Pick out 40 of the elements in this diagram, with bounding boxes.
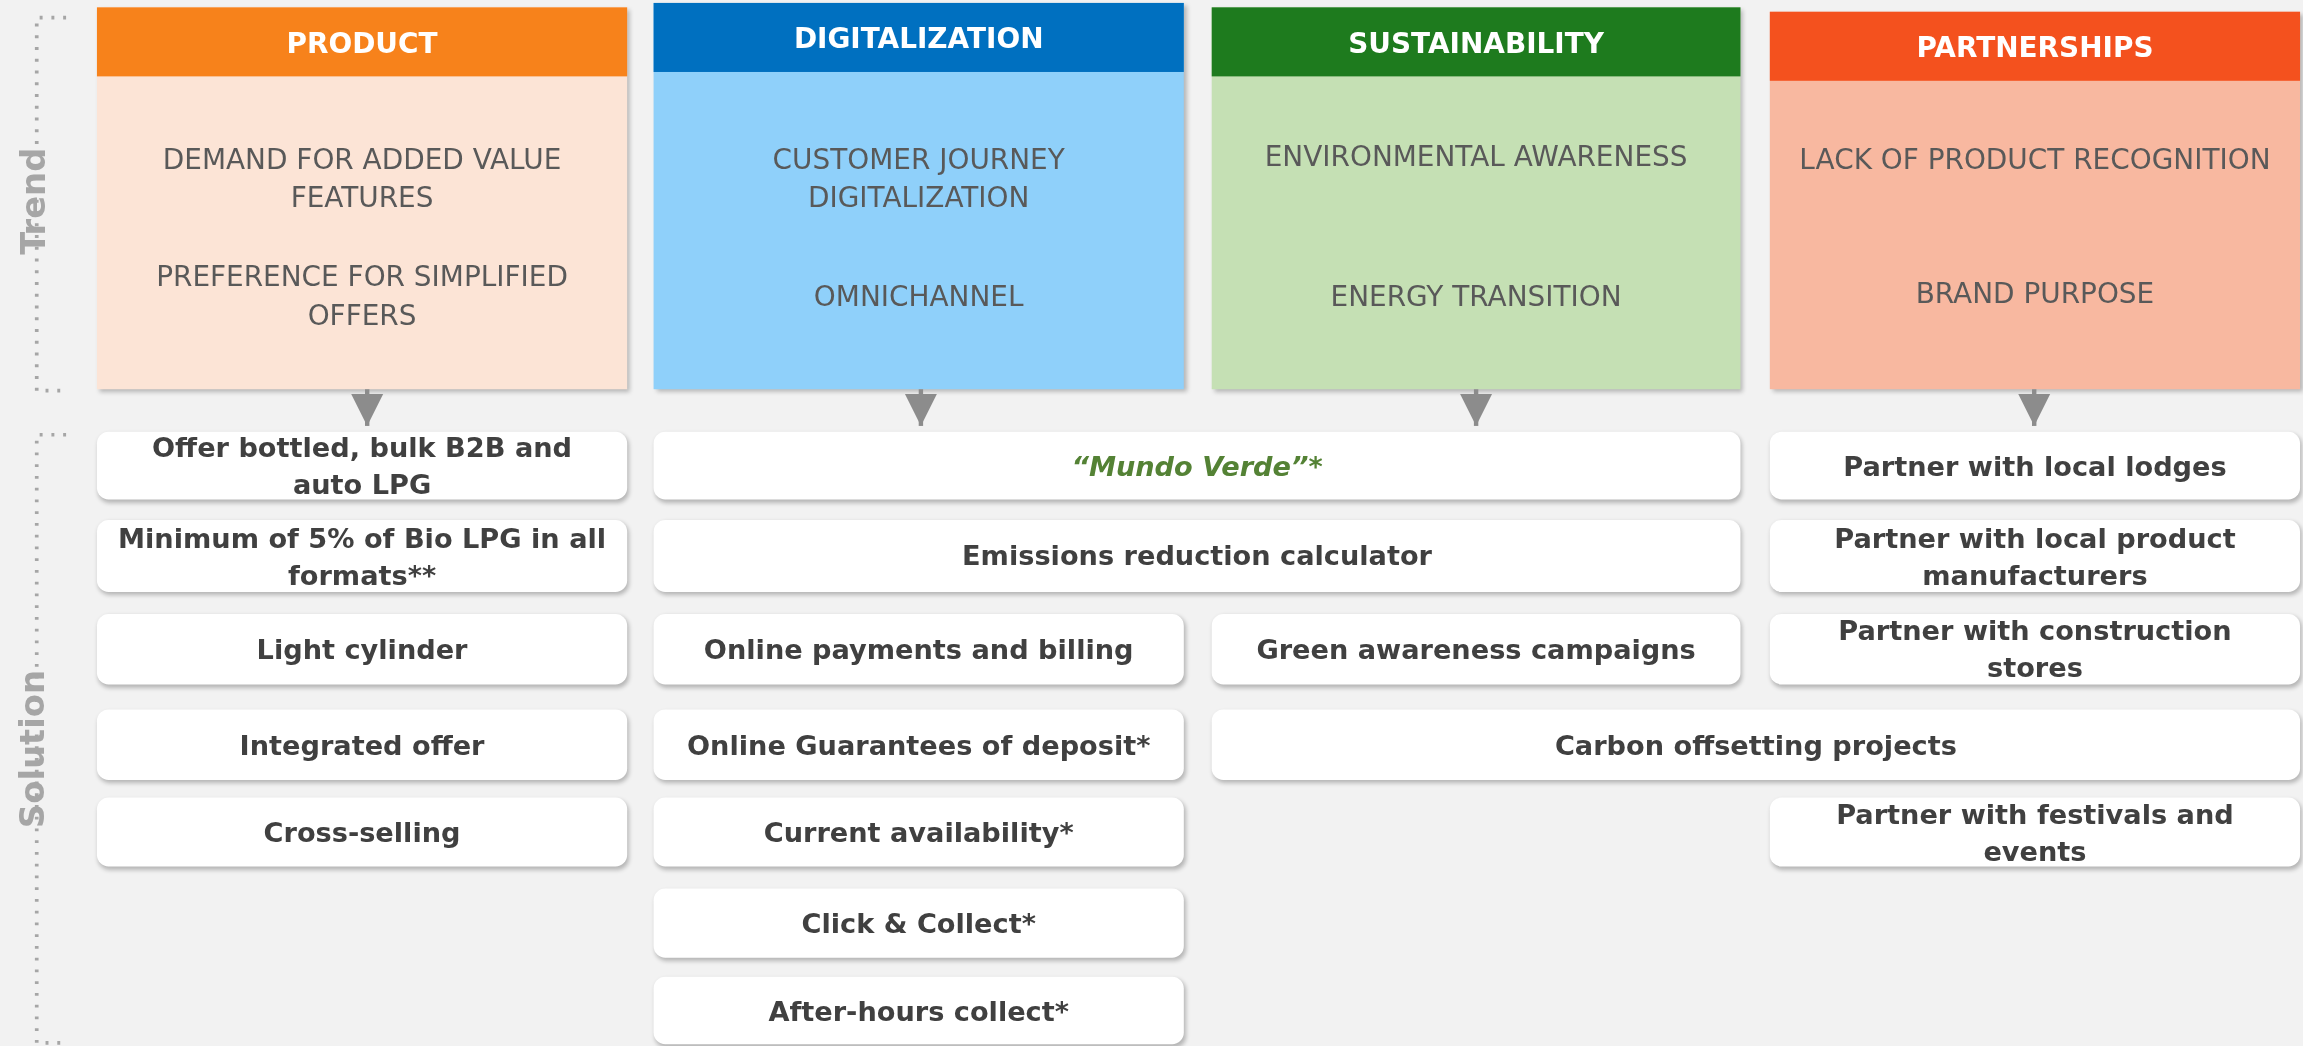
solution-card: “Mundo Verde”* [653,431,1741,500]
trend-text: OMNICHANNEL [812,278,1025,314]
trend-text: LACK OF PRODUCT RECOGNITION [1798,141,2272,177]
solution-card: Online payments and billing [653,613,1184,685]
column-header: SUSTAINABILITY [1211,7,1741,77]
trend-text: CUSTOMER JOURNEY DIGITALIZATION [771,141,1066,215]
column-header: PARTNERSHIPS [1769,11,2301,81]
chevron-arrow [1459,389,1493,426]
solution-card: Emissions reduction calculator [653,519,1741,592]
trend-text: DEMAND FOR ADDED VALUE FEATURES [161,141,563,215]
solution-card: Online Guarantees of deposit* [653,709,1184,780]
column-header: DIGITALIZATION [653,2,1184,72]
chevron-arrow [904,389,938,426]
solution-card: Carbon offsetting projects [1211,709,2301,780]
chevron-arrow [351,389,384,426]
solution-card: Minimum of 5% of Bio LPG in all formats** [96,519,628,592]
solution-card: Integrated offer [96,709,628,780]
solution-card: Cross-selling [96,797,628,867]
trend-card [653,2,1184,390]
trend-text: PREFERENCE FOR SIMPLIFIED OFFERS [155,258,569,333]
chevron-arrow [2018,389,2051,426]
solution-card: Partner with local product manufacturers [1769,519,2301,592]
trend-card [1211,7,1741,390]
trend-text: ENVIRONMENTAL AWARENESS [1263,138,1689,174]
solution-card: After-hours collect* [653,976,1184,1045]
solution-card: Partner with festivals and events [1769,797,2301,867]
row-label: Solution [13,670,52,829]
solution-card: Offer bottled, bulk B2B and auto LPG [96,431,628,500]
trend-text: BRAND PURPOSE [1914,275,2156,311]
solution-card: Click & Collect* [653,888,1184,958]
trend-card [1769,11,2301,390]
solution-card: Partner with local lodges [1769,431,2301,500]
solution-card: Green awareness campaigns [1211,613,1741,685]
solution-card: Current availability* [653,797,1184,867]
solution-card: Light cylinder [96,613,628,685]
trend-card [96,7,628,390]
solution-card: Partner with construction stores [1769,613,2301,685]
column-header: PRODUCT [96,7,628,77]
row-label: Trend [13,147,52,255]
trend-text: ENERGY TRANSITION [1329,278,1623,314]
